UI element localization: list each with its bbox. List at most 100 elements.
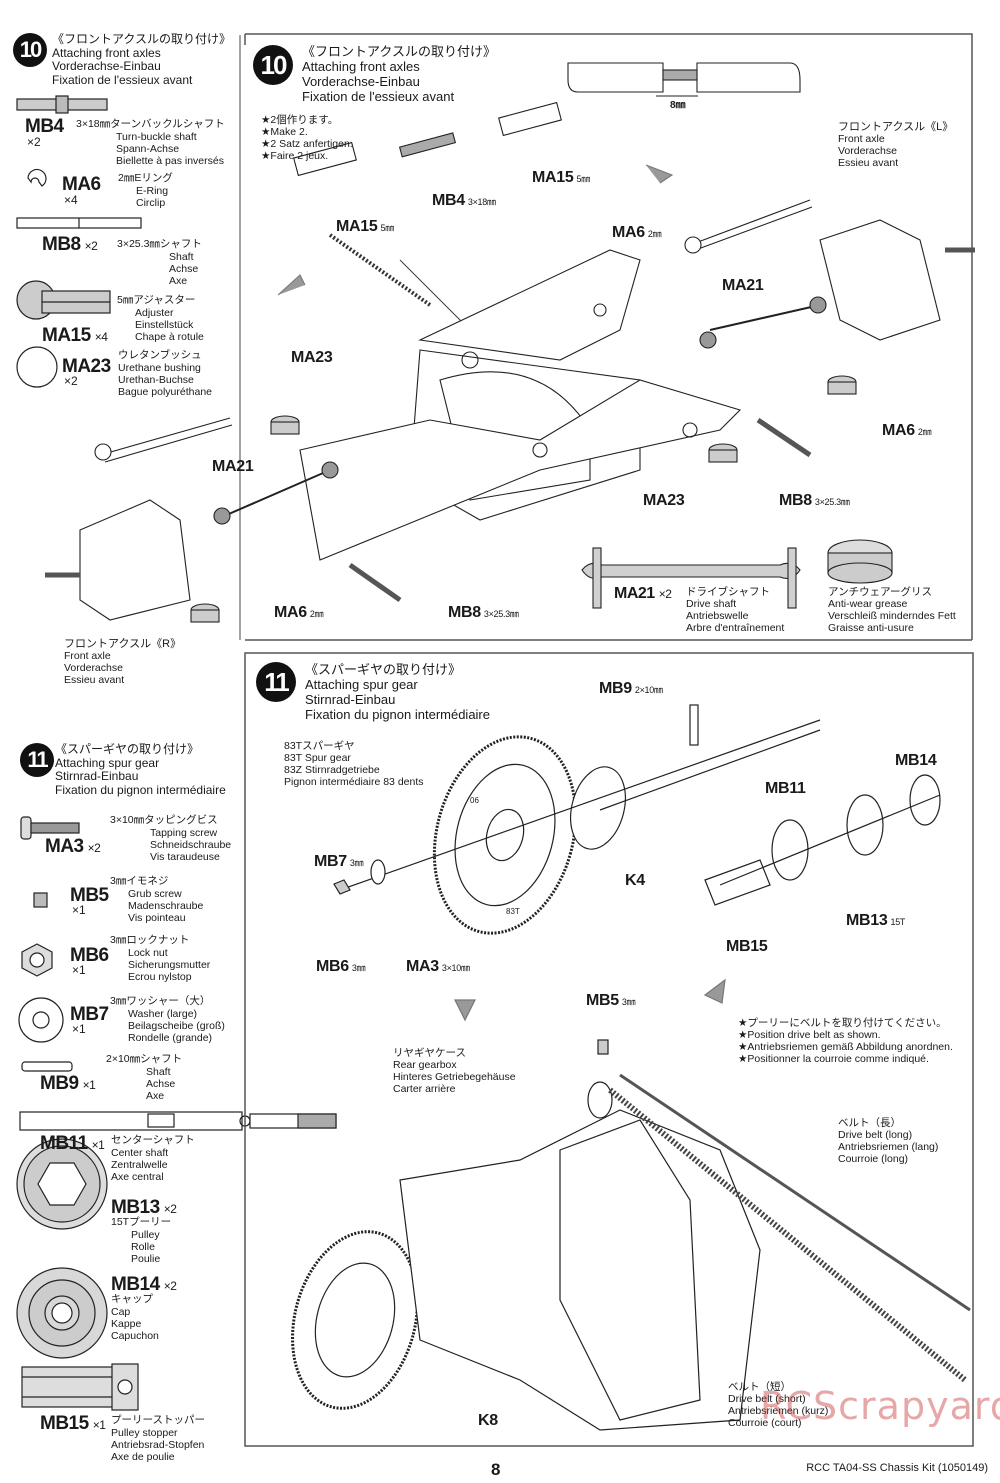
front-axle-left-label: フロントアクスル《L》 Front axle Vorderachse Essie… bbox=[838, 121, 954, 169]
watermark: RCScrapyard.net bbox=[760, 1384, 1000, 1428]
callout-ma23-left: MA23 bbox=[291, 349, 333, 366]
step-10-badge: 10 bbox=[13, 33, 47, 67]
part-desc-mb9: 2×10㎜シャフト Shaft Achse Axe bbox=[106, 1053, 183, 1102]
callout-k8: K8 bbox=[478, 1412, 498, 1429]
step10-main-badge: 10 bbox=[253, 45, 293, 85]
shaft-icon bbox=[16, 217, 142, 229]
part-qty-mb5: ×1 bbox=[72, 903, 86, 917]
turnbuckle-shaft-icon bbox=[16, 95, 108, 114]
adjuster-icon bbox=[16, 280, 111, 320]
drive-shaft-code: MA21×2 bbox=[614, 585, 672, 602]
part-desc-mb14: キャップ Cap Kappe Capuchon bbox=[111, 1293, 159, 1342]
part-desc-mb5: 3㎜イモネジ Grub screw Madenschraube Vis poin… bbox=[110, 875, 204, 924]
part-desc-ma23: ウレタンブッシュ Urethane bushing Urethan-Buchse… bbox=[118, 349, 212, 398]
part-code-mb6: MB6 bbox=[70, 945, 109, 966]
part-code-mb14: MB14×2 bbox=[111, 1274, 177, 1295]
part-desc-ma15: 5㎜アジャスター Adjuster Einstellstück Chape à … bbox=[117, 294, 204, 343]
part-qty-mb4: ×2 bbox=[27, 135, 41, 149]
sidebar-step11-title-en: Attaching spur gear bbox=[55, 755, 160, 770]
callout-ma23-bottom: MA23 bbox=[643, 492, 685, 509]
lock-nut-icon bbox=[21, 943, 53, 977]
callout-ma21-left: MA21 bbox=[212, 458, 254, 475]
callout-k4: K4 bbox=[625, 872, 645, 889]
part-code-mb7: MB7 bbox=[70, 1004, 109, 1025]
part-desc-mb15: プーリーストッパー Pulley stopper Antriebsrad-Sto… bbox=[111, 1414, 205, 1463]
sidebar-step10-title-en: Attaching front axles bbox=[52, 45, 161, 60]
step11-main-title: 《スパーギヤの取り付け》 Attaching spur gear Stirnra… bbox=[305, 662, 490, 722]
part-qty-ma6: ×4 bbox=[64, 193, 78, 207]
sidebar-step11-title-jp: 《スパーギヤの取り付け》 bbox=[55, 742, 200, 756]
center-shaft-icon bbox=[19, 1111, 337, 1131]
step10-main-title: 《フロントアクスルの取り付け》 Attaching front axles Vo… bbox=[302, 44, 496, 104]
part-code-mb13: MB13×2 bbox=[111, 1197, 177, 1218]
part-code-mb11: MB11×1 bbox=[40, 1133, 105, 1154]
sidebar-step10-title-de: Vorderachse-Einbau bbox=[52, 59, 161, 73]
washer-icon bbox=[18, 997, 64, 1043]
e-ring-icon bbox=[27, 168, 47, 187]
spur-gear-label: 83Tスパーギヤ 83T Spur gear 83Z Stirnradgetri… bbox=[284, 740, 424, 788]
step11-title-jp: 《スパーギヤの取り付け》 bbox=[305, 662, 462, 677]
gear-label-top: 06 bbox=[470, 796, 479, 805]
step10-title-fr: Fixation de l'essieux avant bbox=[302, 89, 455, 104]
part-code-ma23: MA23 bbox=[62, 356, 111, 377]
part-code-ma15: MA15×4 bbox=[42, 325, 108, 346]
part-code-mb8: MB8×2 bbox=[42, 234, 98, 255]
step-11-badge: 11 bbox=[20, 743, 54, 777]
part-desc-mb4: 3×18㎜ターンバックルシャフト Turn-buckle shaft Spann… bbox=[76, 118, 225, 167]
tapping-screw-icon bbox=[20, 816, 80, 840]
drive-shaft-desc: ドライブシャフト Drive shaft Antriebswelle Arbre… bbox=[686, 586, 785, 634]
step10-title-en: Attaching front axles bbox=[302, 59, 420, 74]
callout-mb14: MB14 bbox=[895, 752, 937, 769]
callout-ma21-right: MA21 bbox=[722, 277, 764, 294]
part-desc-mb11: センターシャフト Center shaft Zentralwelle Axe c… bbox=[111, 1134, 195, 1183]
front-axle-right-label: フロントアクスル《R》 Front axle Vorderachse Essie… bbox=[64, 638, 182, 686]
sidebar-step10-title: 《フロントアクスルの取り付け》 Attaching front axles Vo… bbox=[52, 32, 232, 87]
pin-shaft-icon bbox=[21, 1061, 73, 1072]
spur-gear-drawing bbox=[333, 704, 941, 935]
cap-icon bbox=[16, 1267, 108, 1359]
callout-mb15: MB15 bbox=[726, 938, 768, 955]
bushing-icon bbox=[16, 346, 58, 388]
step11-title-de: Stirnrad-Einbau bbox=[305, 692, 396, 707]
part-code-mb9: MB9×1 bbox=[40, 1073, 96, 1094]
kit-title: RCC TA04-SS Chassis Kit (1050149) bbox=[806, 1462, 988, 1474]
step11-main-badge: 11 bbox=[256, 662, 296, 702]
belt-position-note: ★プーリーにベルトを取り付けてください。 ★Position drive bel… bbox=[738, 1017, 953, 1065]
part-code-mb15: MB15×1 bbox=[40, 1413, 106, 1434]
callout-mb11: MB11 bbox=[765, 780, 806, 797]
part-desc-ma6: 2㎜Eリング E-Ring Circlip bbox=[118, 172, 173, 209]
part-code-mb4: MB4 bbox=[25, 116, 64, 137]
part-code-mb5: MB5 bbox=[70, 885, 109, 906]
sidebar-step11-title-de: Stirnrad-Einbau bbox=[55, 769, 139, 783]
part-qty-mb6: ×1 bbox=[72, 963, 86, 977]
part-qty-ma23: ×2 bbox=[64, 374, 78, 388]
pulley-stopper-icon bbox=[21, 1363, 139, 1411]
sidebar-step10-title-jp: 《フロントアクスルの取り付け》 bbox=[52, 32, 232, 46]
sidebar-step11-title-fr: Fixation du pignon intermédiaire bbox=[55, 782, 226, 797]
grub-screw-icon bbox=[33, 892, 48, 908]
step10-make-two-note: ★2個作ります。 ★Make 2. ★2 Satz anfertigen. ★F… bbox=[261, 114, 353, 162]
part-desc-mb7: 3㎜ワッシャー（大） Washer (large) Beilagscheibe … bbox=[110, 995, 225, 1044]
sidebar-step11-title: 《スパーギヤの取り付け》 Attaching spur gear Stirnra… bbox=[55, 742, 226, 797]
part-desc-mb6: 3㎜ロックナット Lock nut Sicherungsmutter Ecrou… bbox=[110, 934, 211, 983]
belt-long-label: ベルト（長） Drive belt (long) Antriebsriemen … bbox=[838, 1117, 939, 1165]
part-code-ma6: MA6 bbox=[62, 174, 101, 195]
step11-title-en: Attaching spur gear bbox=[305, 677, 418, 692]
belt-short-label: ベルト（短） Drive belt (short) Antriebsriemen… bbox=[728, 1381, 829, 1429]
rear-gearbox-label: リヤギヤケース Rear gearbox Hinteres Getriebege… bbox=[393, 1047, 516, 1095]
step11-title-fr: Fixation du pignon intermédiaire bbox=[305, 707, 490, 722]
part-desc-ma3: 3×10㎜タッピングビス Tapping screw Schneidschrau… bbox=[110, 814, 232, 863]
